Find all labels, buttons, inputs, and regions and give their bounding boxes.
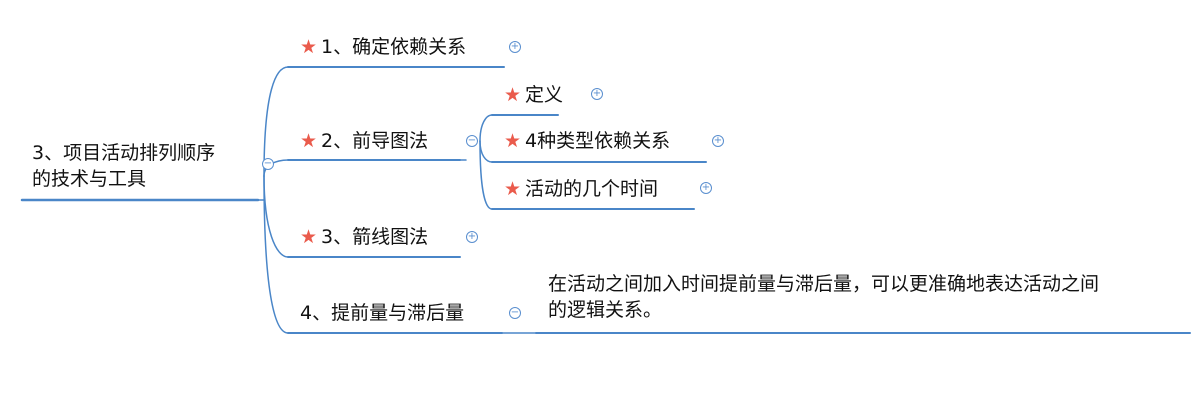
subbranch-label-1: 定义 bbox=[525, 84, 564, 106]
note-line1: 在活动之间加入时间提前量与滞后量，可以更准确地表达活动之间 bbox=[548, 273, 1100, 295]
star-icon: ★ bbox=[300, 36, 318, 58]
branch3-expand-icon[interactable]: + bbox=[466, 231, 478, 243]
branch-node-4[interactable]: 4、提前量与滞后量 bbox=[300, 300, 464, 326]
branch-label-1: 1、确定依赖关系 bbox=[321, 36, 467, 58]
star-icon: ★ bbox=[504, 178, 522, 200]
root-collapse-icon[interactable]: − bbox=[262, 158, 274, 170]
connector-sub2 bbox=[479, 140, 493, 163]
branch-label-2: 2、前导图法 bbox=[321, 130, 429, 152]
branch-node-1[interactable]: ★ 1、确定依赖关系 bbox=[300, 34, 466, 60]
branch-label-3: 3、箭线图法 bbox=[321, 226, 429, 248]
subbranch-label-2: 4种类型依赖关系 bbox=[525, 130, 671, 152]
branch-node-3[interactable]: ★ 3、箭线图法 bbox=[300, 224, 428, 250]
root-label-line1: 3、项目活动排列顺序 bbox=[32, 142, 216, 164]
subbranch-node-1[interactable]: ★ 定义 bbox=[504, 82, 563, 108]
root-node[interactable]: 3、项目活动排列顺序 的技术与工具 bbox=[32, 140, 215, 192]
connector-branch4 bbox=[263, 175, 289, 334]
star-icon: ★ bbox=[504, 130, 522, 152]
star-icon: ★ bbox=[300, 130, 318, 152]
branch-node-2[interactable]: ★ 2、前导图法 bbox=[300, 128, 428, 154]
connector-sub1 bbox=[479, 114, 493, 142]
subbranch-label-3: 活动的几个时间 bbox=[525, 178, 659, 200]
note-node[interactable]: 在活动之间加入时间提前量与滞后量，可以更准确地表达活动之间 的逻辑关系。 bbox=[548, 271, 1099, 323]
subbranch1-expand-icon[interactable]: + bbox=[591, 88, 603, 100]
subbranch2-expand-icon[interactable]: + bbox=[712, 135, 724, 147]
branch4-collapse-icon[interactable]: − bbox=[509, 307, 521, 319]
note-line2: 的逻辑关系。 bbox=[548, 299, 663, 321]
branch2-collapse-icon[interactable]: − bbox=[466, 135, 478, 147]
connector-sub3 bbox=[479, 140, 493, 210]
subbranch-node-3[interactable]: ★ 活动的几个时间 bbox=[504, 176, 658, 202]
subbranch-node-2[interactable]: ★ 4种类型依赖关系 bbox=[504, 128, 670, 154]
star-icon: ★ bbox=[504, 84, 522, 106]
connector-branch1 bbox=[263, 66, 289, 177]
branch1-expand-icon[interactable]: + bbox=[509, 41, 521, 53]
subbranch3-expand-icon[interactable]: + bbox=[700, 182, 712, 194]
connector-branch3 bbox=[263, 175, 289, 258]
root-label-line2: 的技术与工具 bbox=[32, 168, 147, 190]
star-icon: ★ bbox=[300, 226, 318, 248]
branch-label-4: 4、提前量与滞后量 bbox=[300, 302, 465, 324]
